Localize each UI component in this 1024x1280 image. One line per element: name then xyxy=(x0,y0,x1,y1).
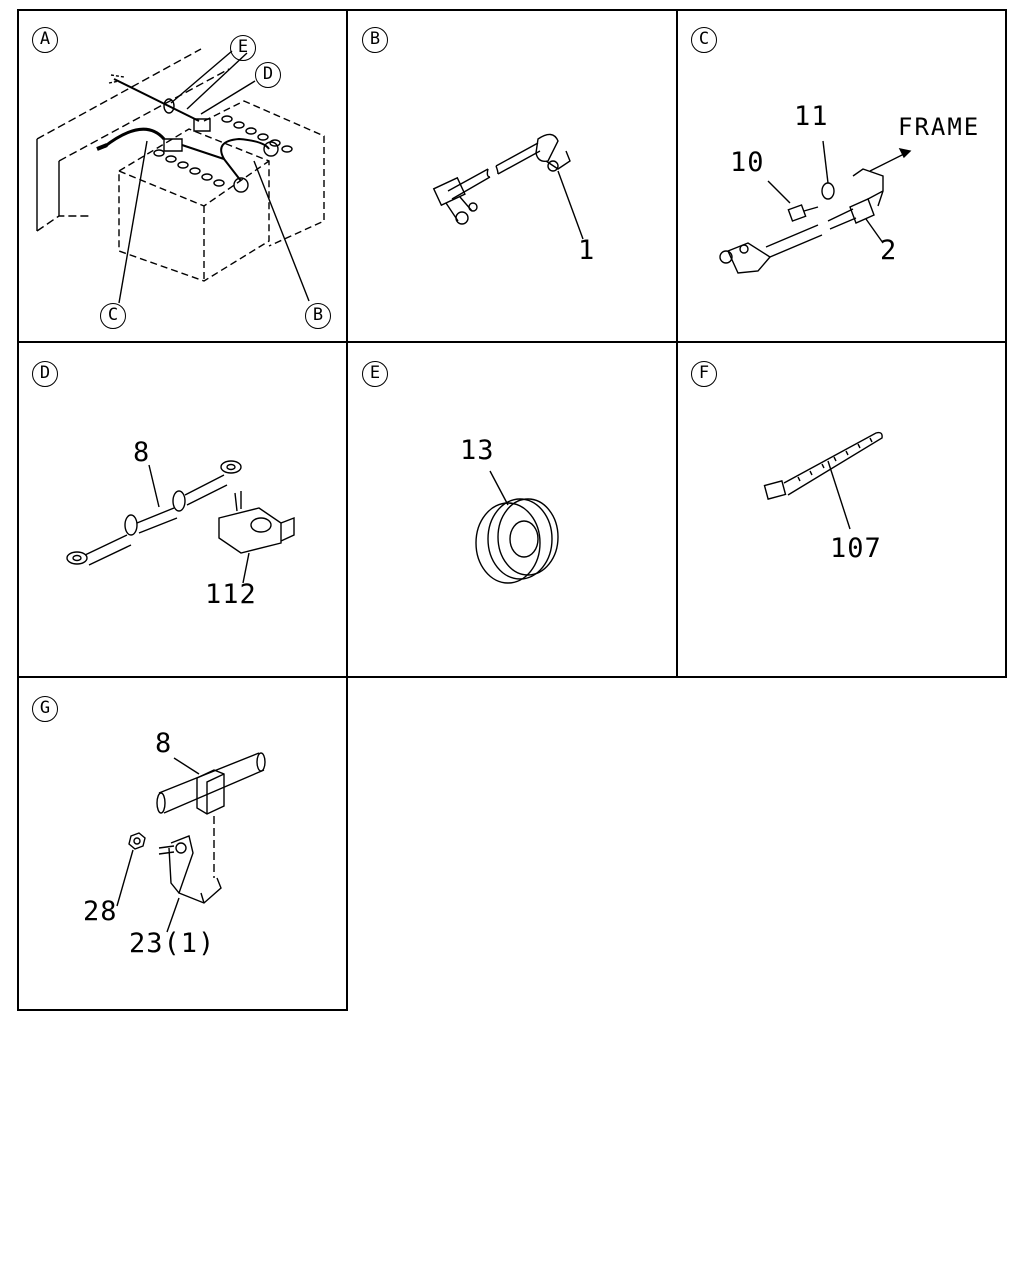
callout-e: E xyxy=(230,35,256,61)
part-number-28: 28 xyxy=(83,896,118,927)
cable-terminal-drawing xyxy=(19,343,350,680)
panel-label-b: B xyxy=(362,27,388,53)
panel-label-c: C xyxy=(691,27,717,53)
part-number-1: 1 xyxy=(578,235,596,266)
panel-e: E 13 xyxy=(346,341,678,678)
part-number-10: 10 xyxy=(730,147,765,178)
part-number-8-g: 8 xyxy=(155,728,173,759)
panel-label-g: G xyxy=(32,696,58,722)
panel-f: F 107 xyxy=(676,341,1007,678)
cable-tie-drawing xyxy=(678,343,1009,680)
cable-clip-drawing xyxy=(19,678,350,1013)
part-number-23: 23(1) xyxy=(129,928,216,959)
ground-cable-drawing xyxy=(678,11,1009,345)
grommet-drawing xyxy=(348,343,680,680)
part-number-2: 2 xyxy=(880,235,898,266)
part-number-112: 112 xyxy=(205,579,257,610)
frame-note: FRAME xyxy=(898,113,981,141)
panel-label-a: A xyxy=(32,27,58,53)
part-number-8: 8 xyxy=(133,437,151,468)
part-number-11: 11 xyxy=(794,101,829,132)
callout-c: C xyxy=(100,303,126,329)
part-number-107: 107 xyxy=(830,533,882,564)
panel-g: G 8 28 23(1) xyxy=(17,676,348,1011)
panel-a: A E D C B xyxy=(17,9,348,343)
panel-b: B 1 xyxy=(346,9,678,343)
battery-cable-drawing xyxy=(348,11,680,345)
panel-c: C 10 11 2 FRAME xyxy=(676,9,1007,343)
battery-assembly-drawing xyxy=(19,11,350,345)
callout-d: D xyxy=(255,62,281,88)
panel-label-f: F xyxy=(691,361,717,387)
part-number-13: 13 xyxy=(460,435,495,466)
panel-d: D 8 112 xyxy=(17,341,348,678)
callout-b: B xyxy=(305,303,331,329)
panel-label-d: D xyxy=(32,361,58,387)
panel-label-e: E xyxy=(362,361,388,387)
